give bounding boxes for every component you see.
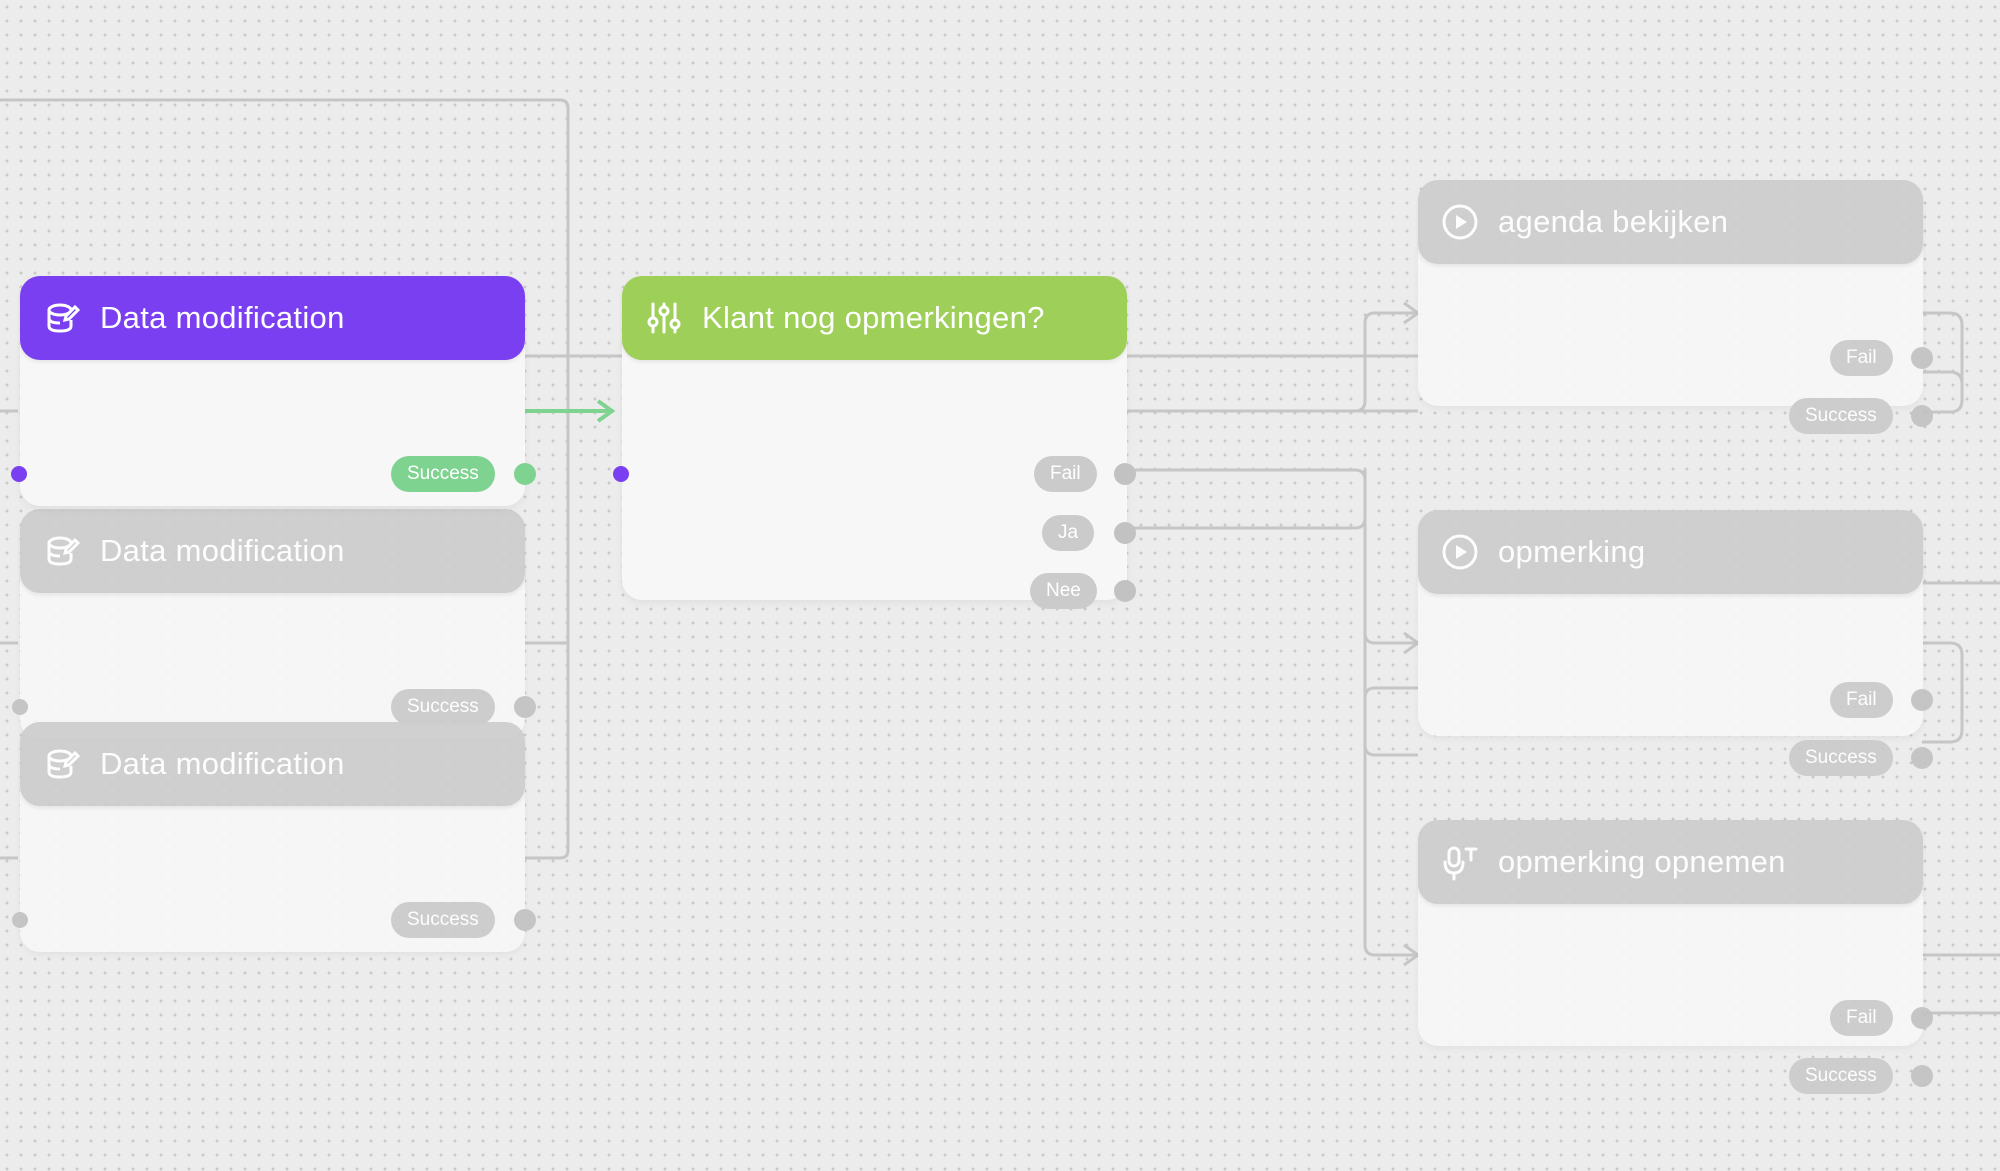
wire-ja [1126, 468, 1418, 645]
output-label-nee: Nee [1030, 573, 1097, 609]
node-title: agenda bekijken [1498, 204, 1729, 239]
output-label-success: Success [391, 902, 495, 938]
database-edit-icon [42, 531, 82, 571]
node-body: Success [12, 786, 536, 952]
output-label-ja: Ja [1042, 515, 1095, 551]
node-header[interactable]: agenda bekijken [1418, 180, 1923, 264]
output-label-fail: Fail [1830, 682, 1893, 718]
node-body: Success [12, 573, 536, 739]
output-port-fail[interactable] [1911, 347, 1933, 369]
output-port-success[interactable] [1911, 405, 1933, 427]
node-title: opmerking [1498, 534, 1646, 569]
node-body: Fail Ja Nee [613, 340, 1136, 609]
node-klant-nog-opmerkingen[interactable]: Klant nog opmerkingen? Fail Ja Nee [613, 276, 1136, 609]
node-opmerking-opnemen[interactable]: opmerking opnemen Fail Success [1418, 820, 1933, 1094]
node-data-modification-3[interactable]: Data modification Success [12, 722, 536, 952]
wire-agenda-loop2 [1922, 370, 1964, 385]
node-body: Success [11, 340, 536, 506]
input-port[interactable] [613, 466, 629, 482]
node-header[interactable]: opmerking [1418, 510, 1923, 594]
node-title: opmerking opnemen [1498, 844, 1786, 879]
wire-bracket [1363, 686, 1418, 757]
node-title: Data modification [100, 746, 345, 781]
output-port-success[interactable] [514, 909, 536, 931]
wire-nee [1126, 470, 1367, 530]
output-label-fail: Fail [1830, 1000, 1893, 1036]
node-title: Data modification [100, 533, 345, 568]
node-header[interactable]: Data modification [20, 509, 525, 593]
input-port[interactable] [11, 466, 27, 482]
arrow-agenda [1403, 301, 1421, 325]
arrow-opmerking [1403, 631, 1421, 655]
output-port-success[interactable] [1911, 747, 1933, 769]
output-port-fail[interactable] [1911, 1007, 1933, 1029]
output-port-ja[interactable] [1114, 522, 1136, 544]
node-body: Fail Success [1418, 244, 1933, 434]
node-header[interactable]: Data modification [20, 722, 525, 806]
output-label-fail: Fail [1034, 456, 1097, 492]
node-header[interactable]: Klant nog opmerkingen? [622, 276, 1127, 360]
wire-down [1363, 560, 1418, 957]
database-edit-icon [42, 744, 82, 784]
node-title: Data modification [100, 300, 345, 335]
input-port[interactable] [12, 699, 28, 715]
node-agenda-bekijken[interactable]: agenda bekijken Fail Success [1418, 180, 1933, 434]
arrow-opnemen [1403, 943, 1421, 967]
input-port[interactable] [12, 912, 28, 928]
play-circle-icon [1440, 532, 1480, 572]
output-label-success: Success [391, 456, 495, 492]
microphone-text-icon [1440, 842, 1480, 882]
output-port-success[interactable] [514, 696, 536, 718]
node-data-modification-1[interactable]: Data modification Success [11, 276, 536, 506]
output-label-success: Success [1789, 1058, 1893, 1094]
wire-fail [1126, 311, 1418, 413]
sliders-icon [644, 298, 684, 338]
output-port-nee[interactable] [1114, 580, 1136, 602]
output-label-success: Success [1789, 740, 1893, 776]
database-edit-icon [42, 298, 82, 338]
output-port-success[interactable] [514, 463, 536, 485]
arrow-active [596, 399, 616, 423]
node-header[interactable]: opmerking opnemen [1418, 820, 1923, 904]
node-title: Klant nog opmerkingen? [702, 300, 1045, 335]
play-circle-icon [1440, 202, 1480, 242]
output-label-fail: Fail [1830, 340, 1893, 376]
output-port-fail[interactable] [1114, 463, 1136, 485]
output-label-success: Success [1789, 398, 1893, 434]
output-port-fail[interactable] [1911, 689, 1933, 711]
output-label-success: Success [391, 689, 495, 725]
node-data-modification-2[interactable]: Data modification Success [12, 509, 536, 739]
node-body: Fail Success [1418, 884, 1933, 1094]
node-body: Fail Success [1418, 574, 1933, 776]
node-opmerking[interactable]: opmerking Fail Success [1418, 510, 1933, 776]
node-header[interactable]: Data modification [20, 276, 525, 360]
output-port-success[interactable] [1911, 1065, 1933, 1087]
